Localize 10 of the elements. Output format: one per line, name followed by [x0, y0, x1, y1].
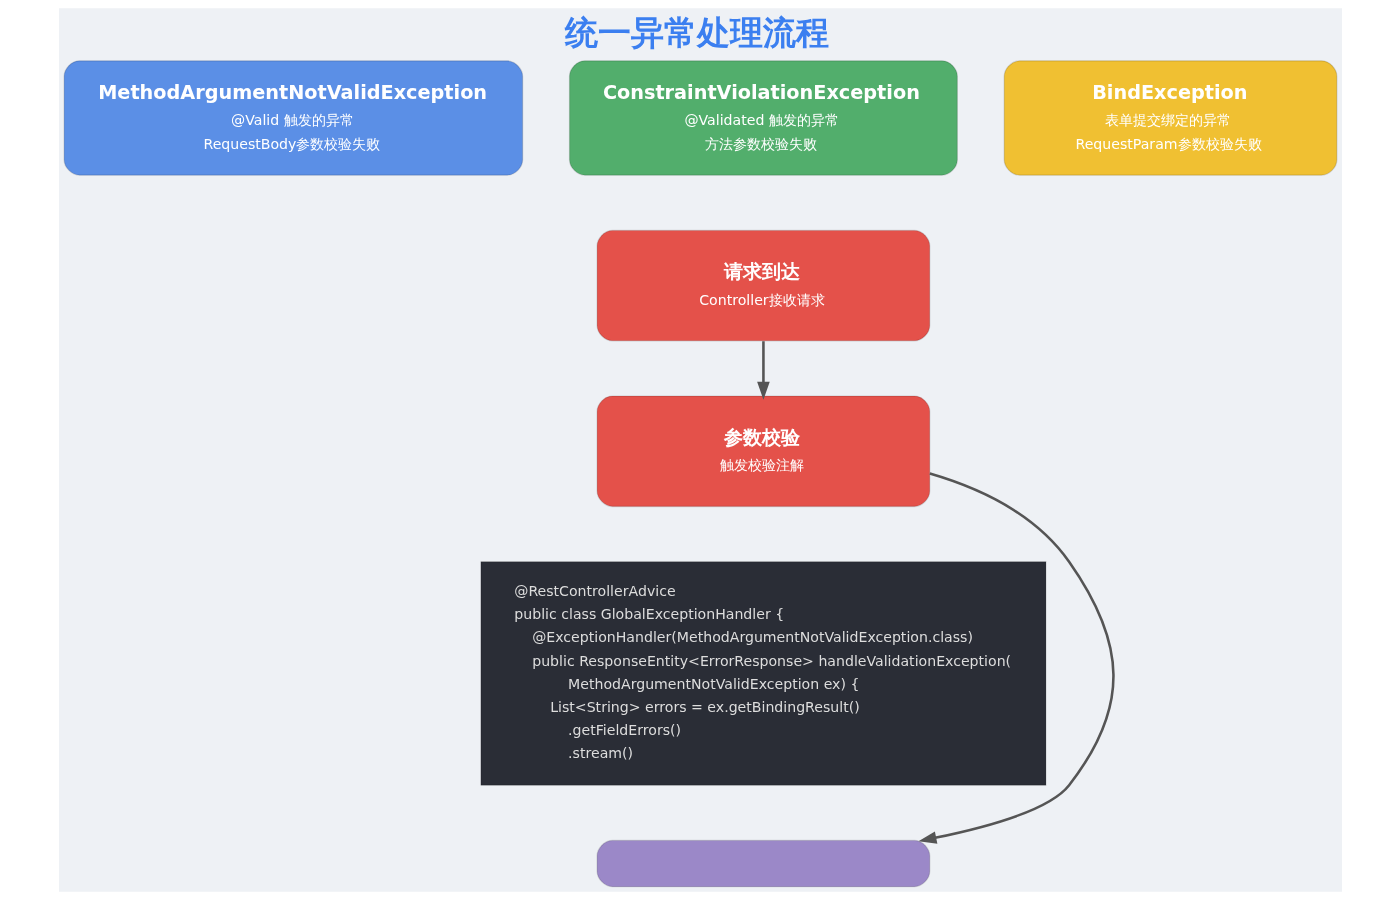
node-box: ConstraintViolationException @Validated 触发的异常 方法参数校验失败: [568, 60, 958, 176]
arrow: [756, 341, 770, 400]
node-box: [596, 839, 930, 888]
node-box: BindException 表单提交绑定的异常 RequestParam参数校验失败: [1003, 60, 1337, 176]
node-box: 参数校验 触发校验注解: [596, 395, 930, 508]
node-box: 请求到达 Controller接收请求: [596, 229, 930, 342]
diagram-title: 统一异常处理流程: [564, 12, 829, 52]
node-box: @RestControllerAdvice public class GlobalExceptionHandler { @ExceptionHandler(MethodArgumentNotValidException.class) public ResponseEntity<ErrorResponse> handleValidationException( MethodArgumentNotValidException ex) { List<String> errors = ex.getBindingResult() .getFieldErrors() .stream(): [479, 561, 1047, 786]
arrow: [917, 472, 1115, 844]
node-box: MethodArgumentNotValidException @Valid 触发的异常 RequestBody参数校验失败: [63, 60, 523, 176]
